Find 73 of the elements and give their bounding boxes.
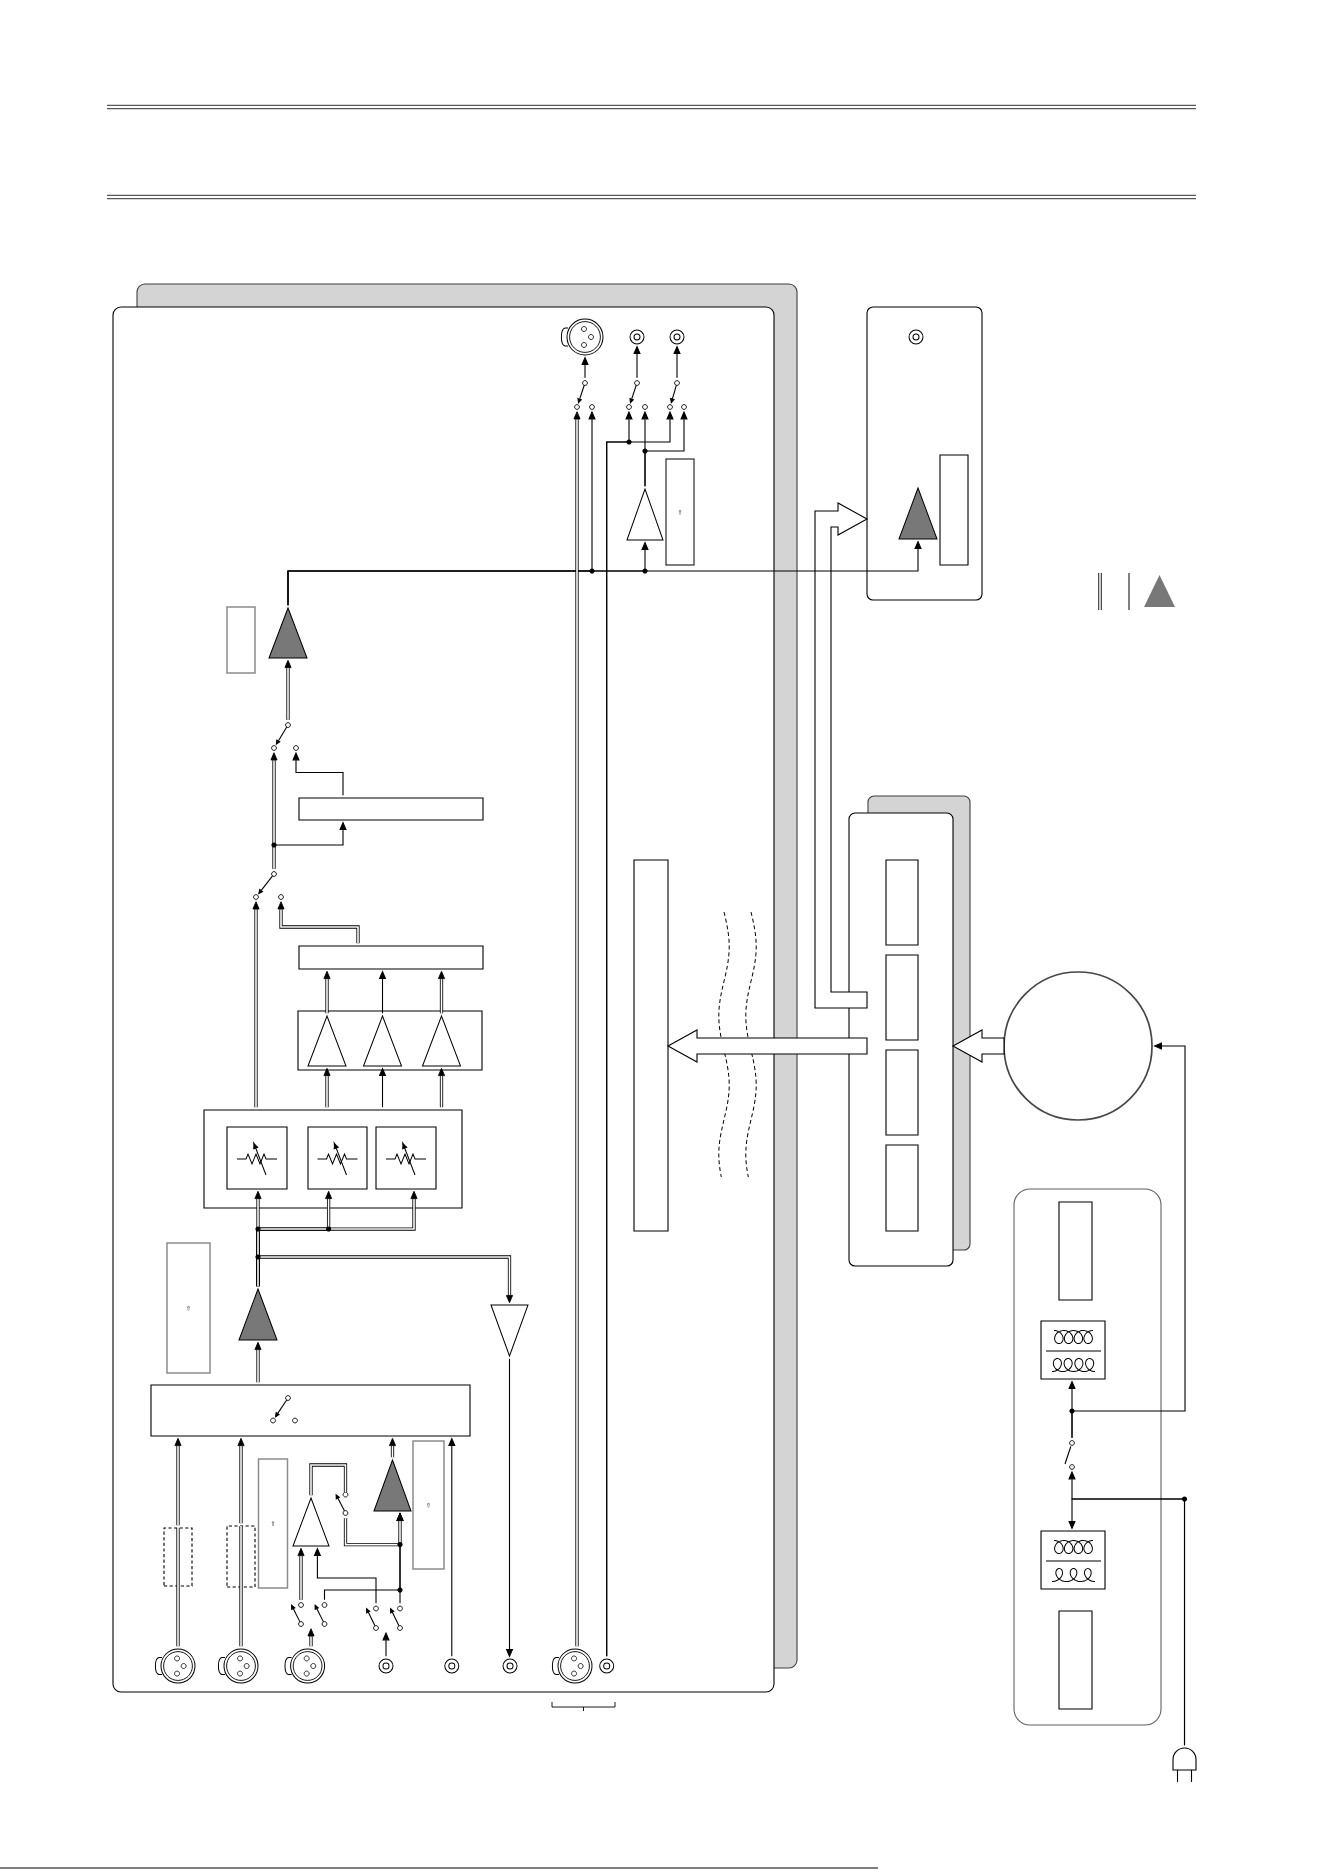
arrow: [254, 1341, 262, 1383]
box: [298, 797, 484, 821]
arrow: [284, 659, 292, 721]
box: [297, 1010, 483, 1071]
box: [1058, 1610, 1093, 1710]
arrow: [307, 1628, 315, 1647]
arrow: [174, 1437, 182, 1526]
stacked-panel: [848, 795, 971, 1267]
block-arrow: [666, 1029, 868, 1063]
amplifier-triangle: [238, 1288, 278, 1341]
box: [633, 859, 669, 1232]
panel: [1013, 1188, 1162, 1726]
plug: [1172, 1747, 1197, 1783]
amplifier-triangle: [898, 487, 938, 540]
amplifier-triangle: [373, 1459, 412, 1512]
box: [307, 1126, 368, 1190]
switch: [271, 722, 299, 751]
arrow: [270, 752, 278, 870]
box: [298, 945, 484, 970]
amplifier-triangle: [422, 1015, 461, 1067]
amplifier-triangle: [626, 488, 664, 541]
box: [226, 1126, 288, 1190]
arrow: [573, 411, 581, 1647]
box: [885, 859, 919, 946]
arrow: [438, 970, 445, 1014]
dashed-box: [226, 1525, 256, 1588]
amplifier-triangle: [363, 1015, 402, 1067]
amplifier-triangle: [292, 1497, 330, 1547]
box: [1040, 1320, 1106, 1380]
xlr-connector: [284, 1648, 326, 1684]
dashed-box: [163, 1527, 193, 1587]
arrow: [323, 970, 331, 1014]
arrow: [297, 1547, 305, 1601]
switch: [366, 1605, 403, 1631]
amplifier-triangle: [268, 607, 308, 659]
arrow: [252, 901, 260, 1108]
line: [239, 1586, 243, 1647]
xlr-connector: [551, 1648, 593, 1684]
circle: [1003, 971, 1153, 1121]
arrow: [323, 1067, 331, 1108]
box: [885, 954, 919, 1041]
arrow: [389, 1437, 396, 1458]
stacked-panel: [112, 283, 798, 1693]
switch: [335, 1491, 349, 1516]
box: [939, 454, 969, 566]
switch: [626, 380, 648, 410]
arrow: [1071, 1042, 1186, 1439]
xlr-connector: [154, 1648, 196, 1684]
switch: [291, 1602, 328, 1627]
arrow: [343, 1512, 404, 1547]
line: [176, 1585, 180, 1647]
box: [203, 1109, 463, 1209]
xlr-connector: [217, 1648, 259, 1684]
box: [1040, 1530, 1106, 1590]
arrow: [256, 1255, 513, 1304]
switch: [1064, 1440, 1075, 1470]
box: [150, 1384, 471, 1437]
panel: [866, 306, 983, 601]
block-arrow: [814, 502, 869, 1009]
line: [309, 1463, 348, 1496]
arrow: [237, 1437, 245, 1524]
switch: [253, 871, 284, 900]
box: [1058, 1201, 1093, 1301]
arrow: [438, 1067, 445, 1108]
amplifier-triangle: [307, 1015, 347, 1067]
box: [885, 1144, 919, 1232]
arrow: [277, 901, 360, 944]
box: [226, 606, 256, 674]
amplifier-triangle: [490, 1304, 529, 1357]
box: [375, 1126, 437, 1190]
switch: [574, 380, 595, 410]
box: [885, 1049, 919, 1136]
xlr-connector: [560, 318, 604, 356]
